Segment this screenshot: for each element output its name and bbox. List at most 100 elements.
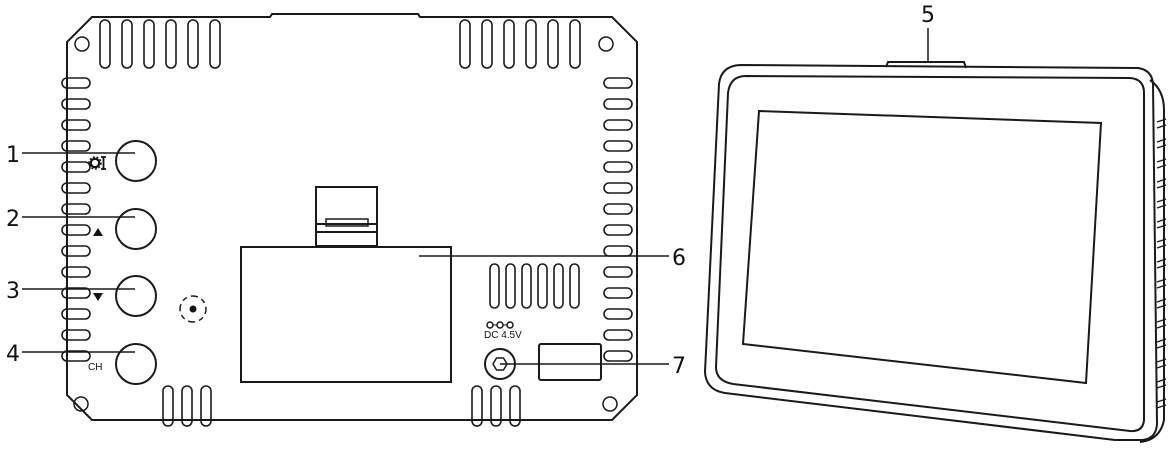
screw-hole-top-left xyxy=(74,36,90,52)
vent-slot-right xyxy=(603,161,633,173)
side-vent-slot xyxy=(1156,398,1167,409)
vent-slot-right xyxy=(603,140,633,152)
vent-slot-left xyxy=(61,266,91,278)
screw-hole-bottom-left xyxy=(73,396,89,412)
callout-6: 6 xyxy=(672,246,686,271)
vent-slot-center xyxy=(505,263,516,309)
vent-slot-top-left xyxy=(143,19,155,69)
vent-slot-center xyxy=(537,263,548,309)
down-button[interactable] xyxy=(115,275,157,317)
triangle-down-icon xyxy=(93,293,103,301)
vent-slot-right xyxy=(603,224,633,236)
vent-slot-left xyxy=(61,161,91,173)
frame-bezel xyxy=(714,74,1145,433)
back-view: CH DC 4.5V xyxy=(61,13,638,427)
dc-polarity-icon xyxy=(486,321,514,329)
side-vent-slot xyxy=(1156,198,1167,209)
settings-gear-wrench-icon xyxy=(88,156,106,170)
triangle-up-icon xyxy=(93,228,103,236)
vent-slot-left xyxy=(61,329,91,341)
ch-label: CH xyxy=(88,362,102,373)
ventilation-slots xyxy=(61,19,633,427)
vent-slot-top-left xyxy=(165,19,177,69)
side-vent-slot xyxy=(1156,358,1167,369)
label-recess xyxy=(538,343,602,381)
battery-cover[interactable] xyxy=(240,246,452,383)
vent-slot-left xyxy=(61,350,91,362)
callout-2: 2 xyxy=(6,207,20,232)
side-vent-slot xyxy=(1156,138,1167,149)
vent-slot-left xyxy=(61,77,91,89)
settings-button[interactable] xyxy=(115,140,157,182)
side-vent-slot xyxy=(1156,158,1167,169)
vent-slot-right xyxy=(603,287,633,299)
vent-slot-right xyxy=(603,308,633,320)
vent-slot-top-left xyxy=(187,19,199,69)
vent-slot-bottom-left xyxy=(162,385,174,427)
vent-slot-center xyxy=(521,263,532,309)
side-vent-slot xyxy=(1156,178,1167,189)
callout-lines xyxy=(22,28,929,365)
vent-slot-top-left xyxy=(121,19,133,69)
screw-hole-bottom-right xyxy=(602,396,618,412)
side-vent-slot xyxy=(1156,318,1167,329)
top-power-button[interactable] xyxy=(885,61,967,69)
vent-slot-left xyxy=(61,119,91,131)
callout-4: 4 xyxy=(6,342,20,367)
vent-slot-right xyxy=(603,119,633,131)
vent-slot-left xyxy=(61,182,91,194)
vent-slot-right xyxy=(603,350,633,362)
vent-slot-top-right xyxy=(525,19,537,69)
screw-hole-top-right xyxy=(598,36,614,52)
front-view xyxy=(703,61,1167,443)
vent-slot-bottom-middle xyxy=(490,385,502,427)
side-vent-slot xyxy=(1156,338,1167,349)
vent-slot-top-right xyxy=(547,19,559,69)
vent-slot-bottom-left xyxy=(181,385,193,427)
side-vent-slot xyxy=(1156,118,1167,129)
vent-slot-bottom-middle xyxy=(471,385,483,427)
vent-slot-top-right xyxy=(569,19,581,69)
dc-input-label: DC 4.5V xyxy=(484,330,522,341)
vent-slot-center xyxy=(569,263,580,309)
vent-slot-left xyxy=(61,308,91,320)
callout-5: 5 xyxy=(921,3,935,28)
vent-slot-left xyxy=(61,287,91,299)
back-housing xyxy=(66,13,638,421)
vent-slot-top-right xyxy=(503,19,515,69)
speaker-icon xyxy=(179,295,207,323)
vent-slot-right xyxy=(603,203,633,215)
callout-numbers: 1 2 3 4 5 6 7 xyxy=(6,3,935,379)
stand-hinge xyxy=(315,186,378,247)
up-button[interactable] xyxy=(115,208,157,250)
vent-slot-right xyxy=(603,245,633,257)
vent-slot-top-left xyxy=(209,19,221,69)
vent-slot-left xyxy=(61,140,91,152)
callout-7: 7 xyxy=(672,354,686,379)
vent-slot-right xyxy=(603,182,633,194)
side-vent-slot xyxy=(1156,218,1167,229)
vent-slot-left xyxy=(61,203,91,215)
side-vent-slot xyxy=(1156,378,1167,389)
vent-slot-left xyxy=(61,98,91,110)
side-vent-slots xyxy=(1156,118,1167,409)
callout-1: 1 xyxy=(6,143,20,168)
vent-slot-center xyxy=(553,263,564,309)
side-vent-slot xyxy=(1156,258,1167,269)
frame-outer xyxy=(703,63,1159,441)
vent-slot-top-right xyxy=(459,19,471,69)
side-vent-slot xyxy=(1156,298,1167,309)
vent-slot-center xyxy=(489,263,500,309)
vent-slot-left xyxy=(61,224,91,236)
side-vent-slot xyxy=(1156,278,1167,289)
vent-slot-left xyxy=(61,245,91,257)
vent-slot-right xyxy=(603,98,633,110)
channel-button[interactable] xyxy=(115,343,157,385)
side-vent-slot xyxy=(1156,238,1167,249)
vent-slot-right xyxy=(603,266,633,278)
vent-slot-top-left xyxy=(99,19,111,69)
vent-slot-top-right xyxy=(481,19,493,69)
vent-slot-right xyxy=(603,77,633,89)
vent-slot-bottom-middle xyxy=(509,385,521,427)
